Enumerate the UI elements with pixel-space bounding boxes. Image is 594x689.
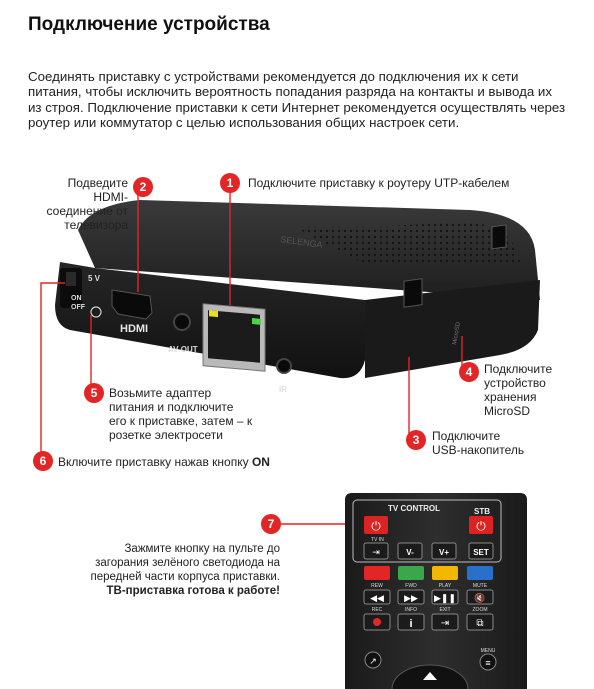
callout-badge-7: 7 — [261, 514, 281, 534]
svg-text:STB: STB — [474, 507, 490, 516]
callout-text-6: Включите приставку нажав кнопку ON — [58, 455, 270, 469]
callout-badge-5: 5 — [84, 383, 104, 403]
svg-text:IR: IR — [279, 385, 287, 394]
svg-text:FWD: FWD — [405, 583, 417, 589]
svg-text:ZOOM: ZOOM — [473, 607, 488, 613]
svg-text:⏻: ⏻ — [476, 519, 486, 533]
callout-text-1: Подключите приставку к роутеру UTP-кабел… — [248, 176, 510, 190]
svg-text:OFF: OFF — [71, 304, 86, 311]
svg-text:▶▶: ▶▶ — [404, 593, 418, 603]
callout-badge-1: 1 — [220, 173, 240, 193]
svg-text:⧉: ⧉ — [476, 618, 483, 629]
intro-paragraph: Соединять приставку с устройствами реком… — [28, 69, 566, 130]
callout-text-7: Зажмите кнопку на пульте до загорания зе… — [90, 543, 281, 597]
svg-text:INFO: INFO — [405, 607, 417, 613]
svg-text:🔇: 🔇 — [474, 592, 485, 603]
svg-text:EXIT: EXIT — [439, 607, 450, 613]
svg-text:REW: REW — [371, 583, 383, 589]
svg-text:REC: REC — [372, 607, 383, 613]
callout-badge-2: 2 — [133, 177, 153, 197]
svg-text:⏻: ⏻ — [371, 519, 381, 533]
svg-text:◀◀: ◀◀ — [370, 593, 384, 603]
svg-text:V+: V+ — [439, 548, 449, 557]
svg-text:MicroSD: MicroSD — [452, 321, 462, 345]
callout-text-2: Подведите HDMI-соединение от телевизора — [46, 176, 128, 232]
hdmi-label: HDMI — [120, 323, 148, 335]
callout-badge-3: 3 — [406, 430, 426, 450]
svg-text:⇥: ⇥ — [441, 618, 449, 629]
svg-text:≡: ≡ — [485, 658, 490, 668]
svg-text:TV IN: TV IN — [371, 537, 384, 543]
callout-badge-6: 6 — [33, 451, 53, 471]
svg-text:▶❚❚: ▶❚❚ — [434, 593, 456, 604]
svg-text:MENU: MENU — [481, 648, 496, 654]
page-title: Подключение устройства — [28, 14, 270, 35]
remote-control: TV CONTROL STB ⏻ ⏻ TV IN ⇥ V- V+ SET REW… — [345, 493, 527, 689]
callout-text-5: Возьмите адаптер питания и подключите ег… — [109, 386, 253, 442]
svg-text:↗: ↗ — [369, 656, 377, 666]
callout-badge-4: 4 — [459, 362, 479, 382]
callout-text-4: Подключите устройство хранения MicroSD — [484, 362, 553, 418]
svg-text:SET: SET — [473, 548, 489, 557]
svg-text:⇥: ⇥ — [372, 547, 380, 557]
svg-text:PLAY: PLAY — [439, 583, 452, 589]
svg-text:5 V: 5 V — [88, 274, 101, 283]
svg-text:V-: V- — [406, 548, 414, 557]
svg-text:MUTE: MUTE — [473, 583, 488, 589]
svg-text:i: i — [409, 618, 412, 630]
svg-text:AV OUT: AV OUT — [168, 345, 198, 354]
svg-text:ON: ON — [71, 295, 82, 302]
callout-text-3: Подключите USB-накопитель — [432, 429, 525, 457]
svg-text:TV CONTROL: TV CONTROL — [388, 504, 440, 513]
